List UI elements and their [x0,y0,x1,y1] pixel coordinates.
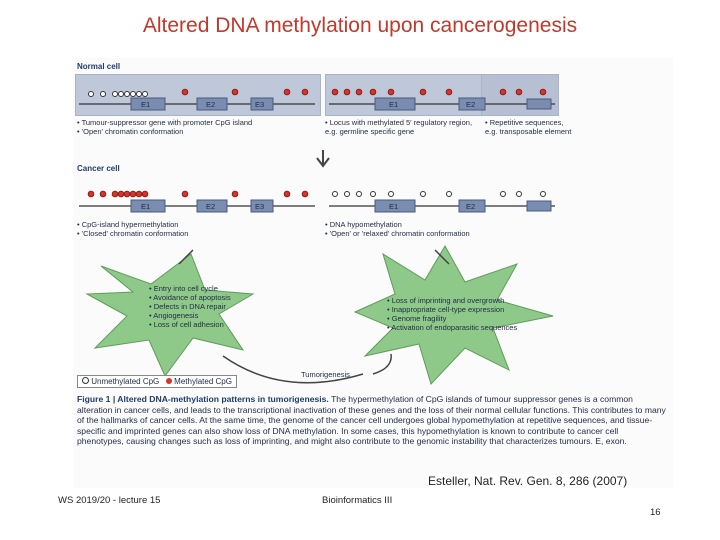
unmethylated-cpg-icon [82,377,89,384]
cancer-e3-label: E3 [255,202,264,211]
tumorigenesis-label: Tumorigenesis [301,370,350,379]
normal-exon-e2 [196,97,228,111]
caption-heading: Figure 1 | Altered DNA-methylation patte… [77,394,329,404]
normal-e2-label: E2 [206,100,215,109]
cpg-legend: Unmethylated CpG Methylated CpG [77,375,237,388]
cancer-right-e2-label: E2 [466,202,475,211]
cancer-right-e1-label: E1 [389,202,398,211]
slide-title: Altered DNA methylation upon cancerogene… [142,14,578,37]
figure-graphics: E1 E2 E3 E1 E2 E1 [79,88,555,385]
normal-left-methylated-cpgs [181,88,309,96]
cancer-hypermethylated-cpgs [87,190,309,198]
normal-right-exon-e2 [458,97,486,111]
normal-far-right-bullets: • Repetitive sequences, e.g. transposabl… [485,118,572,136]
caption-body: The hypermethylation of CpG islands of t… [77,394,666,446]
normal-left-bullets: • Tumour-suppressor gene with promoter C… [77,118,253,136]
cancer-repeat-element [526,200,552,212]
cancer-cell-label: Cancer cell [77,164,120,173]
footer-course: Bioinformatics III [322,495,393,506]
normal-right-e2-label: E2 [466,100,475,109]
cancer-right-bullets: • DNA hypomethylation • 'Open' or 'relax… [325,220,470,238]
footer-lecture: WS 2019/20 - lecture 15 [58,495,161,506]
left-star-shape [85,253,255,377]
normal-right-exon-e1 [374,97,416,111]
cancer-e2-label: E2 [206,202,215,211]
cancer-left-bullets: • CpG-island hypermethylation • 'Closed'… [77,220,189,238]
normal-cell-label: Normal cell [77,62,121,71]
page-number: 16 [650,507,661,518]
normal-repeat-element [526,98,552,110]
tumorigenesis-arc-left [222,355,364,384]
cancer-exon-e1 [130,199,166,213]
normal-unmethylated-cpgs [88,91,148,97]
normal-right-methylated-cpgs [331,88,547,96]
cancer-right-exon-e1 [374,199,416,213]
legend-methylated-label: Methylated CpG [174,377,232,386]
citation: Esteller, Nat. Rev. Gen. 8, 286 (2007) [428,474,628,488]
cancer-exon-e3 [250,199,274,213]
normal-e1-label: E1 [141,100,150,109]
normal-right-e1-label: E1 [389,100,398,109]
figure-caption: Figure 1 | Altered DNA-methylation patte… [77,394,667,447]
normal-right-bullets: • Locus with methylated 5′ regulatory re… [325,118,473,136]
normal-to-cancer-arrow [316,150,330,168]
normal-e3-label: E3 [255,100,264,109]
left-star-text: • Entry into cell cycle • Avoidance of a… [149,284,231,329]
normal-exon-e3 [250,97,274,111]
cancer-right-unmethylated-cpgs [332,191,546,197]
cancer-exon-e2 [196,199,228,213]
left-arrow-to-star [178,249,194,265]
right-star-shape [353,244,554,385]
cancer-e1-label: E1 [141,202,150,211]
methylation-figure: Normal cell E1 E2 E3 E1 E2 [73,58,673,488]
normal-exon-e1 [130,97,166,111]
cancer-right-exon-e2 [458,199,486,213]
legend-unmethylated-label: Unmethylated CpG [91,377,160,386]
right-arrow-to-star [434,249,450,265]
tumorigenesis-arc-right [372,353,392,375]
right-star-text: • Loss of imprinting and overgrowth • In… [387,296,518,332]
methylated-cpg-icon [165,378,172,384]
